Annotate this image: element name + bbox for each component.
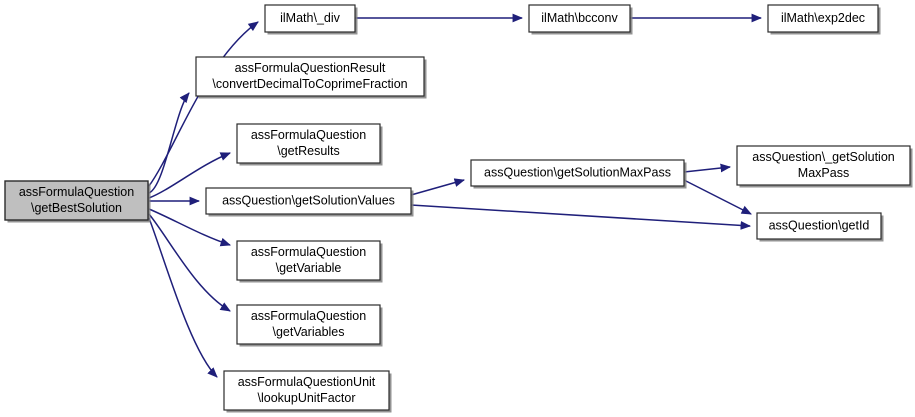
node-label-line1: assFormulaQuestionResult xyxy=(235,61,386,75)
call-edge-get_solution_max_pass-to-priv_get_solution_max_pass xyxy=(683,163,732,173)
node-label-line1: assFormulaQuestion xyxy=(251,309,366,323)
node-label-line1: assFormulaQuestionUnit xyxy=(238,375,376,389)
node-label-line2: MaxPass xyxy=(798,166,849,180)
node-box[interactable] xyxy=(767,4,879,33)
call-edge-root-to-get_results xyxy=(148,152,231,199)
nodes-layer: assFormulaQuestion \getBestSolution ilMath… xyxy=(4,4,913,413)
graph-node-get_results[interactable]: assFormulaQuestion \getResults xyxy=(236,123,383,166)
edges-layer xyxy=(148,13,763,378)
graph-node-get_variable[interactable]: assFormulaQuestion \getVariable xyxy=(236,240,383,283)
graph-node-get_id[interactable]: assQuestion\getId xyxy=(756,212,884,242)
call-edge-root-to-get_variables xyxy=(148,213,231,312)
node-label-line1: assFormulaQuestion xyxy=(19,185,134,199)
graph-node-root[interactable]: assFormulaQuestion \getBestSolution xyxy=(4,180,151,223)
graph-node-ilmath_bcconv[interactable]: ilMath\bcconv xyxy=(528,4,633,35)
node-label-line1: assQuestion\_getSolution xyxy=(752,150,895,164)
node-box[interactable] xyxy=(236,123,381,164)
node-box[interactable] xyxy=(223,370,390,411)
graph-node-priv_get_solution_max_pass[interactable]: assQuestion\_getSolutionMaxPass xyxy=(736,145,913,188)
node-label-line2: \convertDecimalToCoprimeFraction xyxy=(212,77,407,91)
graph-node-get_variables[interactable]: assFormulaQuestion \getVariables xyxy=(236,304,383,347)
graph-node-get_solution_values[interactable]: assQuestion\getSolutionValues xyxy=(205,187,414,217)
node-label-line2: \getVariable xyxy=(276,261,342,275)
node-label-line2: \lookupUnitFactor xyxy=(258,391,356,405)
node-label-line1: ilMath\_div xyxy=(280,11,340,25)
node-label-line1: assFormulaQuestion xyxy=(251,128,366,142)
node-label-line1: ilMath\bcconv xyxy=(541,11,618,25)
graph-node-convert_decimal[interactable]: assFormulaQuestionResult \convertDecimalT… xyxy=(195,56,427,99)
call-edge-get_solution_max_pass-to-get_id xyxy=(683,179,752,215)
call-edge-root-to-convert_decimal xyxy=(148,92,190,194)
node-box[interactable] xyxy=(236,304,381,345)
node-box[interactable] xyxy=(528,4,631,33)
node-box[interactable] xyxy=(236,240,381,281)
node-box[interactable] xyxy=(736,145,911,186)
node-box[interactable] xyxy=(756,212,882,240)
graph-node-ilmath_div[interactable]: ilMath\_div xyxy=(264,4,358,35)
node-box[interactable] xyxy=(205,187,412,215)
node-label-line1: assQuestion\getSolutionMaxPass xyxy=(484,165,671,179)
root-node-box[interactable] xyxy=(4,180,149,221)
call-edge-get_solution_values-to-get_id xyxy=(410,204,752,230)
call-edge-root-to-lookup_unit_factor xyxy=(148,217,218,378)
node-box[interactable] xyxy=(264,4,356,33)
node-label-line1: ilMath\exp2dec xyxy=(781,11,865,25)
graph-node-lookup_unit_factor[interactable]: assFormulaQuestionUnit \lookupUnitFactor xyxy=(223,370,392,413)
graph-node-get_solution_max_pass[interactable]: assQuestion\getSolutionMaxPass xyxy=(470,159,687,189)
node-box[interactable] xyxy=(195,56,425,97)
graph-node-ilmath_exp2dec[interactable]: ilMath\exp2dec xyxy=(767,4,881,35)
call-edge-root-to-ilmath_div xyxy=(148,21,259,187)
node-label-line1: assQuestion\getSolutionValues xyxy=(222,193,395,207)
node-label-line2: \getBestSolution xyxy=(31,201,122,215)
node-label-line2: \getResults xyxy=(277,144,340,158)
node-box[interactable] xyxy=(470,159,685,187)
call-edge-root-to-get_variable xyxy=(148,208,231,247)
call-edge-get_solution_values-to-get_solution_max_pass xyxy=(410,178,466,196)
node-label-line1: assQuestion\getId xyxy=(769,218,870,232)
node-label-line1: assFormulaQuestion xyxy=(251,245,366,259)
node-label-line2: \getVariables xyxy=(272,325,344,339)
